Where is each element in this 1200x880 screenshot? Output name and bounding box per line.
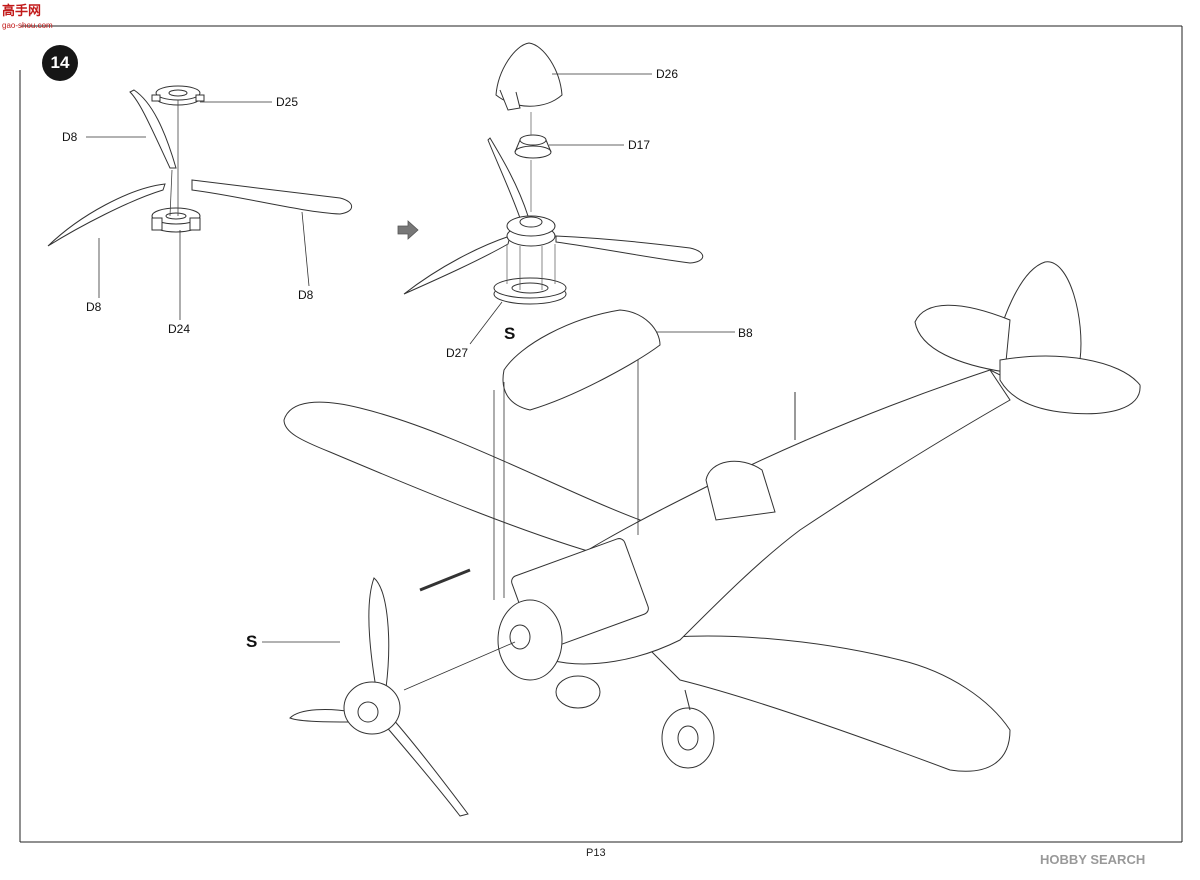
page-number: P13 (586, 847, 606, 859)
left-wing (283, 401, 641, 561)
corner-watermark-sub: gao-shou.com (2, 21, 53, 30)
stabilizer-left (914, 304, 1011, 373)
canopy (705, 460, 776, 521)
part-d24-drawing (151, 207, 201, 233)
part-d8-upper-blade (129, 89, 177, 169)
part-label-d27: D27 (446, 346, 469, 360)
part-d27-drawing (493, 277, 567, 305)
subassembly-symbol-left: S (246, 632, 258, 651)
step-number-badge: 14 (42, 45, 78, 81)
subassembly-symbol-top: S (504, 324, 516, 343)
footer-watermark: HOBBY SEARCH (1040, 852, 1146, 867)
step-arrow (397, 220, 419, 240)
stabilizer-right (999, 355, 1141, 415)
part-label-d8-upper: D8 (62, 130, 78, 144)
page-frame (19, 25, 1183, 843)
corner-watermark: 高手网 (2, 3, 42, 18)
connection-lines (262, 360, 639, 691)
part-label-d24: D24 (168, 322, 191, 336)
left-wheel (555, 675, 601, 709)
part-label-d8-left: D8 (86, 300, 102, 314)
leader-lines-left (86, 101, 310, 320)
part-label-d8-right: D8 (298, 288, 314, 302)
part-d8-right-blade (191, 179, 353, 215)
part-d26-spinner (495, 42, 563, 107)
part-label-b8: B8 (738, 326, 753, 340)
part-label-d25: D25 (276, 95, 299, 109)
separated-propeller (289, 577, 469, 817)
part-d17-drawing (514, 134, 552, 159)
part-b8-cowl (502, 309, 661, 411)
assembled-propeller (403, 42, 704, 305)
aircraft-drawing (283, 261, 1141, 772)
part-label-d26: D26 (656, 67, 679, 81)
leader-lines-center (469, 73, 735, 345)
part-d8-left-blade (47, 183, 166, 247)
part-d25-drawing (151, 85, 205, 106)
exploded-propeller-assembly (47, 85, 353, 247)
right-wing (638, 635, 1011, 772)
part-label-d17: D17 (628, 138, 651, 152)
